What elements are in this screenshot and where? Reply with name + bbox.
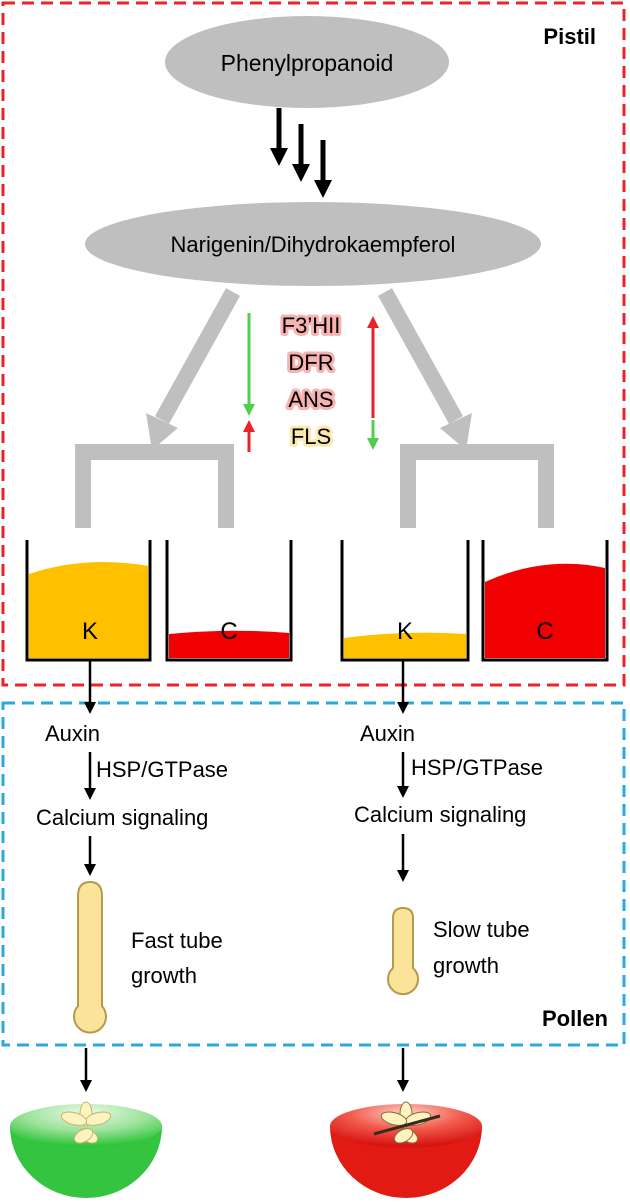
left-bracket [75,444,234,528]
right-red-up-arrow [367,316,379,418]
gene-list: F3’HII DFR ANS FLS [279,310,344,452]
multi-step-arrows [270,108,332,198]
beaker-right-k: K [340,540,470,662]
beaker-left-c: C [165,540,293,662]
gene-ans: ANS [288,387,333,412]
right-growth-line1: Slow tube [433,917,530,942]
left-growth-line2: growth [131,963,197,988]
left-branch-arrow [146,288,240,450]
right-calcium-signaling: Calcium signaling [354,802,526,827]
beaker-left-k: K [25,540,152,662]
green-fruit-icon [10,1101,162,1198]
left-red-up-arrow [243,420,255,452]
naringenin-label: Narigenin/Dihydrokaempferol [171,232,456,257]
phenylpropanoid-node [165,16,449,108]
beaker-right-c: C [481,540,609,662]
slow-pollen-tube-icon [387,906,419,996]
fast-pollen-tube-icon [73,880,107,1034]
right-calcium-arrow [397,834,409,882]
pollen-region [1,701,626,1047]
right-hsp-gtpase: HSP/GTPase [411,755,543,780]
left-hsp-gtpase: HSP/GTPase [96,757,228,782]
gene-fls: FLS [291,424,331,449]
right-auxin-arrow [397,752,409,798]
right-auxin: Auxin [360,721,415,746]
pistil-region [1,1,626,687]
right-fruit-arrow [397,1048,409,1092]
left-calcium-signaling: Calcium signaling [36,805,208,830]
right-bracket [400,444,554,528]
left-growth-line1: Fast tube [131,928,223,953]
gene-dfr: DFR [288,350,333,375]
beaker-left-k-label: K [82,618,98,645]
left-auxin: Auxin [45,721,100,746]
right-k-to-auxin-arrow [397,660,409,714]
phenylpropanoid-label: Phenylpropanoid [221,50,394,76]
right-green-down-arrow [367,420,379,450]
left-fruit-arrow [80,1048,92,1092]
beaker-right-c-label: C [536,618,553,645]
red-fruit-icon [330,1101,482,1198]
right-growth-line2: growth [433,953,499,978]
naringenin-node [85,202,541,286]
left-k-to-auxin-arrow [84,660,96,714]
pollen-label: Pollen [542,1006,608,1031]
gene-f3hii: F3’HII [282,313,341,338]
left-calcium-arrow [84,836,96,876]
left-green-down-arrow [243,313,255,416]
beaker-right-k-label: K [397,618,413,645]
left-auxin-arrow [84,752,96,800]
right-branch-arrow [378,288,472,450]
beaker-left-c-label: C [220,618,237,645]
pistil-label: Pistil [543,24,596,49]
